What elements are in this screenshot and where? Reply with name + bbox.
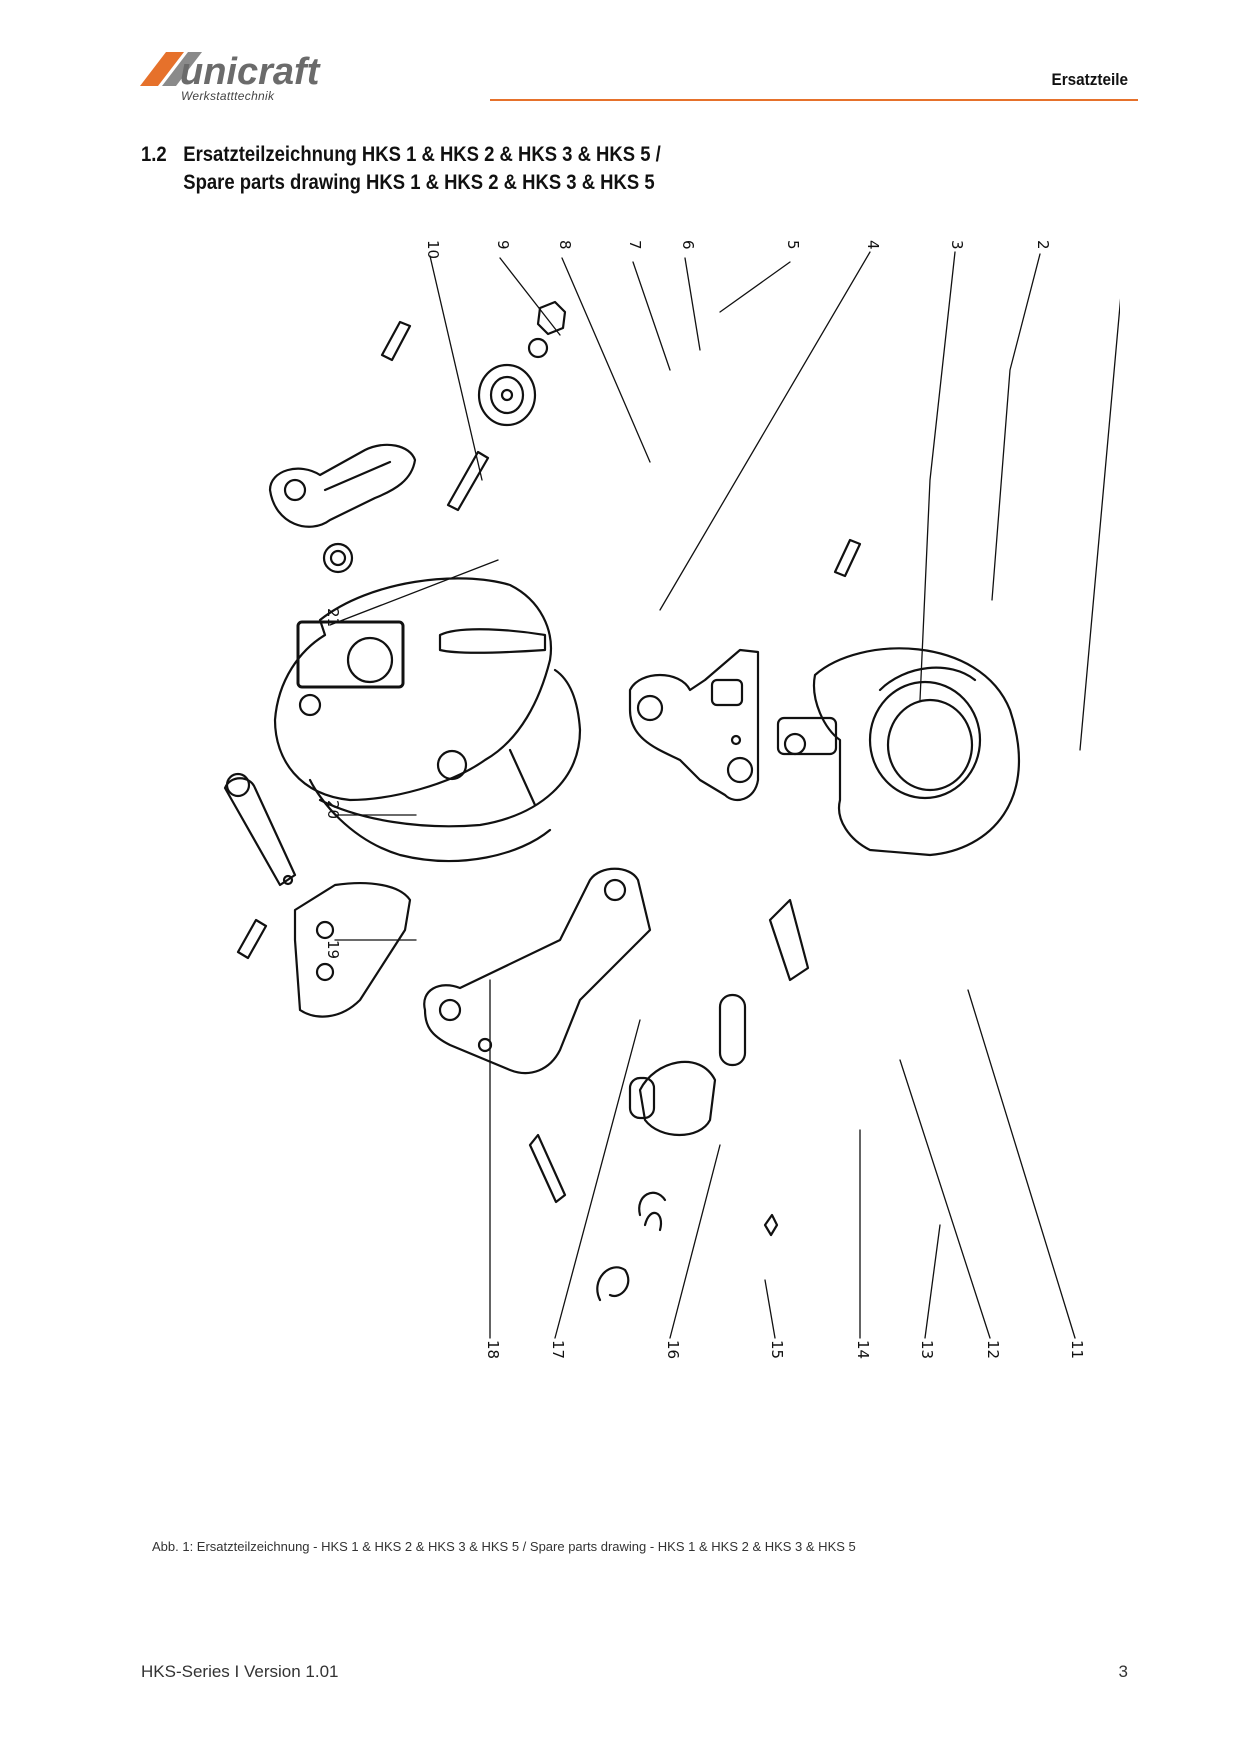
section-title: Ersatzteile — [1051, 70, 1128, 89]
part-label-7: 7 — [626, 240, 644, 250]
part-3-bracket — [628, 648, 760, 802]
part-label-10: 10 — [424, 240, 442, 259]
part-label-18: 18 — [484, 1340, 502, 1359]
part-label-9: 9 — [494, 240, 512, 250]
part-label-17: 17 — [549, 1340, 567, 1359]
part-label-4: 4 — [864, 240, 882, 250]
brand-subtitle: Werkstatttechnik — [181, 89, 275, 103]
header-divider — [490, 99, 1138, 101]
logo-mark-orange — [140, 52, 184, 86]
figure-caption: Abb. 1: Ersatzteilzeichnung - HKS 1 & HK… — [152, 1539, 856, 1554]
part-label-20: 20 — [324, 800, 342, 819]
part-label-13: 13 — [918, 1340, 936, 1359]
part-label-8: 8 — [556, 240, 574, 250]
logo-mark-gray — [162, 52, 202, 86]
footer-page-number: 3 — [1118, 1662, 1128, 1681]
part-14-cam — [628, 1060, 717, 1137]
part-11-pin — [768, 898, 810, 982]
part-13-small-pin — [763, 1213, 779, 1237]
spare-parts-drawing: 1 2 3 4 5 6 7 8 9 10 11 12 13 14 15 16 1… — [160, 240, 1136, 1530]
part-20-shaft — [223, 772, 297, 887]
part-1-ring-clamp — [776, 647, 1020, 857]
part-label-5: 5 — [784, 240, 802, 250]
part-19-pin — [236, 918, 268, 960]
part-label-3: 3 — [948, 240, 966, 250]
part-6-washer — [527, 337, 549, 359]
part-label-12: 12 — [984, 1340, 1002, 1359]
brand-name: unicraft — [180, 51, 321, 93]
heading-line-1: Ersatzteilzeichnung HKS 1 & HKS 2 & HKS … — [183, 143, 661, 166]
part-label-14: 14 — [854, 1340, 872, 1359]
part-label-2: 2 — [1034, 240, 1052, 250]
part-12-roller-pin — [718, 993, 747, 1067]
part-label-16: 16 — [664, 1340, 682, 1359]
part-10-lever — [268, 443, 417, 528]
part-5-nut — [536, 300, 567, 336]
part-7-roller — [477, 363, 537, 427]
part-label-15: 15 — [768, 1340, 786, 1359]
part-15-springs — [596, 1191, 667, 1302]
heading-number: 1.2 — [141, 143, 167, 166]
leader-lines — [329, 249, 1126, 1339]
page-heading: 1.2 Ersatzteilzeichnung HKS 1 & HKS 2 & H… — [141, 141, 661, 197]
part-4-housing — [273, 577, 582, 863]
part-label-1: 1 — [1118, 240, 1120, 250]
part-17-link-plate — [423, 867, 652, 1075]
part-label-11: 11 — [1068, 1340, 1086, 1359]
heading-line-2: Spare parts drawing HKS 1 & HKS 2 & HKS … — [183, 171, 655, 194]
part-number-labels: 1 2 3 4 5 6 7 8 9 10 11 12 13 14 15 16 1… — [324, 240, 1136, 1359]
part-2-pin — [833, 538, 862, 578]
part-label-6: 6 — [679, 240, 697, 250]
brand-logo: unicraft — [140, 44, 380, 106]
part-21-washer — [322, 542, 354, 574]
part-18-sector-plate — [293, 882, 412, 1018]
footer-document-version: HKS-Series I Version 1.01 — [141, 1662, 339, 1681]
part-label-21: 21 — [324, 608, 342, 627]
part-9-pin — [380, 320, 412, 362]
part-label-19: 19 — [324, 940, 342, 959]
part-8-spring-pin — [446, 450, 490, 512]
part-16-pin — [528, 1133, 567, 1204]
